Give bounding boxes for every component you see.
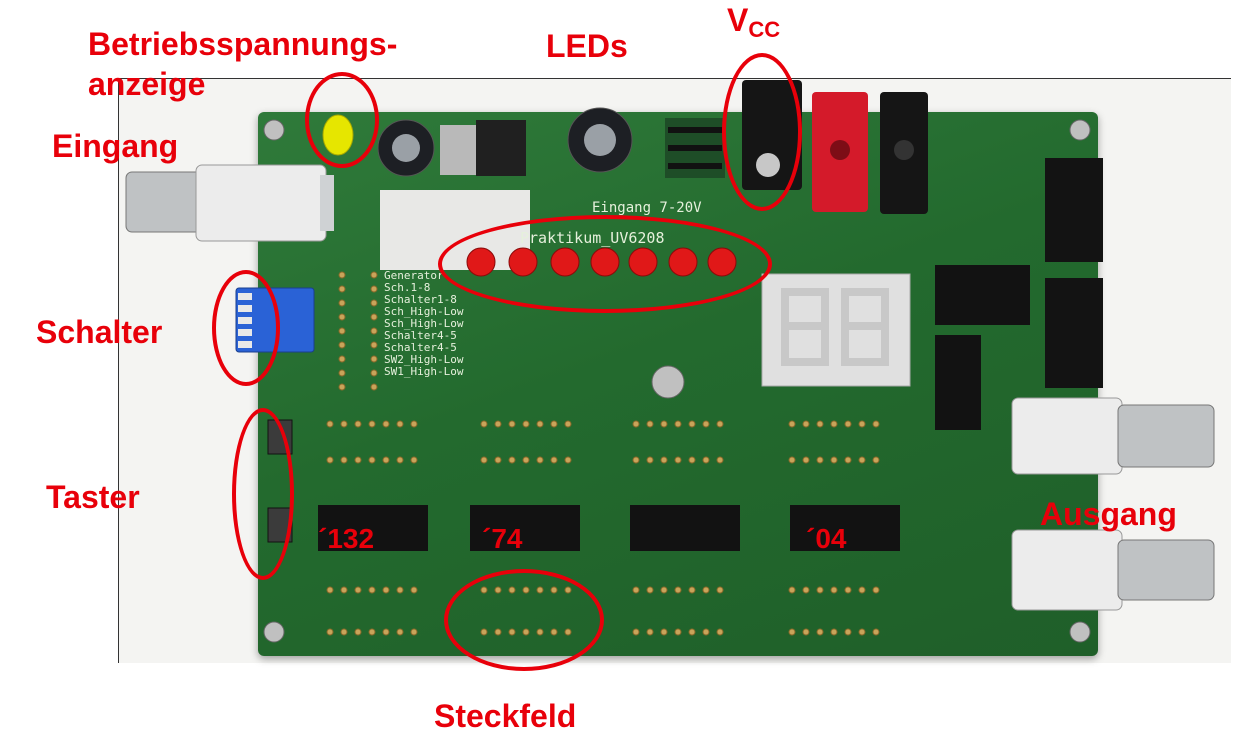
output-bnc-connector-bottom: [1011, 529, 1215, 611]
vcc-label: VCC: [727, 4, 780, 41]
vcc-label-sub: CC: [748, 17, 781, 42]
buttons-label: Taster: [46, 479, 140, 515]
ic-label-74: ´74: [482, 523, 523, 554]
ic-label-04: ´04: [806, 523, 847, 554]
header-column-left: [338, 271, 378, 391]
header-label: SW1_High-Low: [384, 365, 464, 378]
input-bnc-connector: [125, 164, 334, 242]
ic-label-132: ´132: [318, 523, 375, 554]
header-label: Sch_High-Low: [384, 305, 464, 318]
power-indicator-label: Betriebsspannungs- anzeige: [88, 24, 397, 104]
power-indicator-label-line1: Betriebsspannungs-: [88, 26, 398, 62]
header-row-1: [326, 420, 880, 428]
header-row-2: [326, 456, 880, 464]
header-label: Schalter1-8: [384, 293, 457, 306]
board-supply-text: Eingang 7-20V: [592, 200, 702, 216]
plug-field-label: Steckfeld: [434, 698, 577, 734]
input-label: Eingang: [52, 128, 179, 164]
output-label: Ausgang: [1040, 496, 1177, 532]
power-led-ring: [305, 72, 379, 168]
power-indicator-label-line2: anzeige: [88, 66, 206, 102]
output-bnc-connector-top: [1011, 397, 1215, 475]
header-row-labels: Generator Sch.1-8 Schalter1-8 Sch_High-L…: [384, 270, 463, 378]
header-label: Schalter4-5: [384, 341, 457, 354]
header-row-4: [326, 628, 880, 636]
header-label: Sch_High-Low: [384, 317, 464, 330]
header-label: SW2_High-Low: [384, 353, 464, 366]
buttons-ring: [232, 408, 294, 580]
header-label: Sch.1-8: [384, 281, 431, 294]
switch-ring: [212, 270, 280, 386]
header-label: Generator: [384, 269, 444, 282]
header-row-3: [326, 586, 880, 594]
header-label: Schalter4-5: [384, 329, 457, 342]
leds-ring: [438, 215, 772, 313]
switches-label: Schalter: [36, 314, 163, 350]
leds-label: LEDs: [546, 28, 628, 64]
vcc-ring: [722, 53, 802, 211]
plug-field-ring: [444, 569, 604, 671]
vcc-label-main: V: [727, 2, 749, 38]
